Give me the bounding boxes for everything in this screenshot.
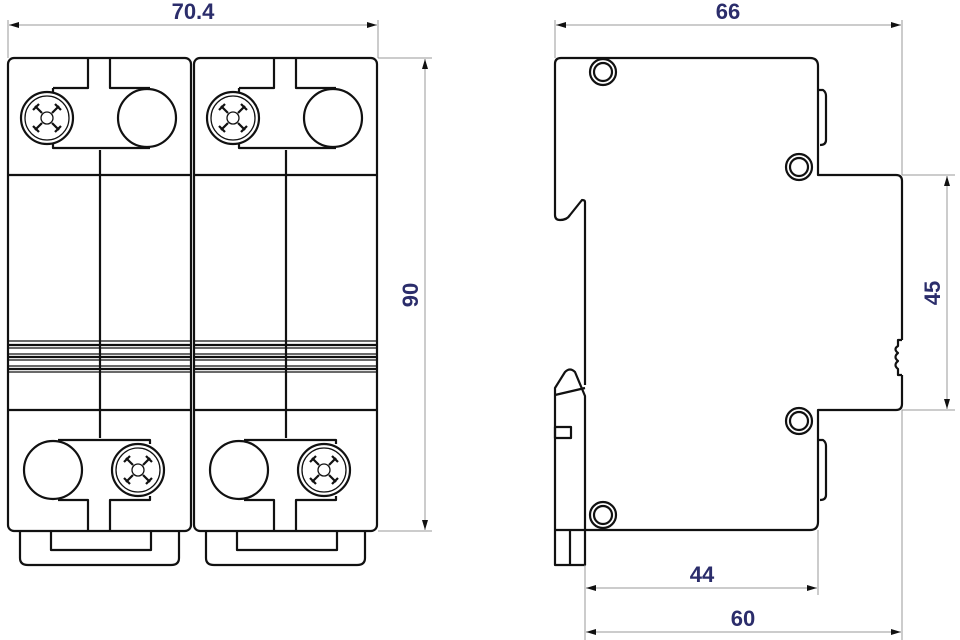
rail-to-front-dimension: 44	[584, 530, 819, 640]
rail-to-face-label: 60	[731, 606, 755, 631]
width-dimension: 70.4	[7, 0, 379, 58]
depth-dimension: 66	[554, 0, 903, 175]
front-height-dimension: 45	[902, 174, 955, 411]
front-view: 70.4 90	[8, 0, 432, 565]
side-view: 66 45 44 60	[553, 0, 955, 640]
rivets	[588, 57, 814, 530]
pole-right	[194, 58, 377, 565]
depth-label: 66	[716, 0, 740, 24]
height-dimension: 90	[378, 57, 432, 532]
rail-to-face-dimension: 60	[586, 410, 903, 640]
width-label: 70.4	[172, 0, 216, 24]
height-label: 90	[398, 283, 423, 307]
front-height-label: 45	[920, 281, 945, 305]
pole-left	[8, 58, 191, 565]
rail-to-front-label: 44	[690, 562, 715, 587]
